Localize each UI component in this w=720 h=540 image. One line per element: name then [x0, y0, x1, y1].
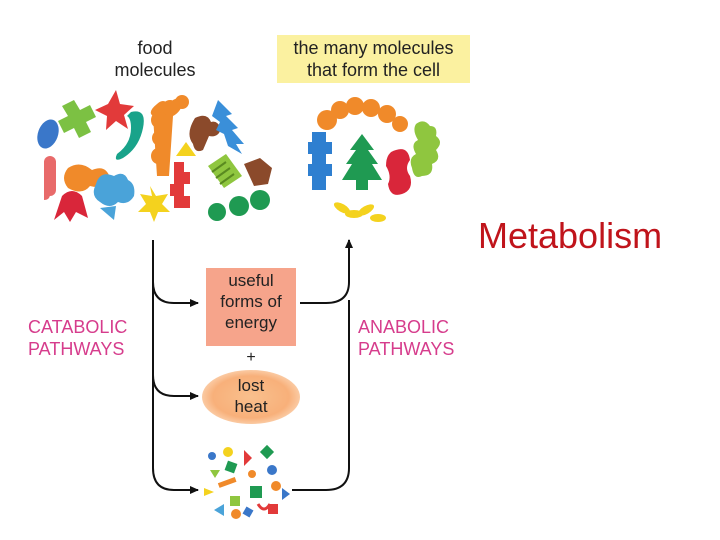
heat-line-2: heat — [234, 397, 268, 416]
energy-line-3: energy — [225, 313, 277, 332]
catabolic-label-line-1: CATABOLIC — [28, 317, 128, 337]
cell-molecules-label: the many molecules that form the cell — [277, 35, 470, 83]
energy-line-2: forms of — [220, 292, 282, 311]
anabolic-pathways-label: ANABOLIC PATHWAYS — [358, 316, 474, 360]
anabolic-arrows — [292, 239, 353, 491]
food-label-line-1: food — [137, 38, 173, 58]
catabolic-arrows — [152, 240, 199, 494]
plus-sign: + — [246, 349, 256, 366]
cell-molecules-cluster — [308, 97, 440, 222]
useful-energy-box: useful forms of energy — [206, 268, 296, 346]
anabolic-label-line-2: PATHWAYS — [358, 339, 455, 359]
food-molecules-cluster — [37, 90, 272, 222]
heat-line-1: lost — [237, 376, 265, 395]
small-molecules-cluster — [204, 444, 290, 519]
food-label-line-2: molecules — [114, 60, 196, 80]
energy-line-1: useful — [228, 271, 274, 290]
anabolic-label-line-1: ANABOLIC — [358, 317, 450, 337]
lost-heat-ellipse: lost heat — [202, 370, 300, 424]
food-molecules-label: food molecules — [80, 37, 230, 81]
catabolic-pathways-label: CATABOLIC PATHWAYS — [28, 316, 148, 360]
cell-label-line-2: that form the cell — [306, 60, 441, 80]
cell-label-line-1: the many molecules — [293, 38, 454, 58]
slide-title: Metabolism — [478, 215, 663, 256]
catabolic-label-line-2: PATHWAYS — [28, 339, 125, 359]
